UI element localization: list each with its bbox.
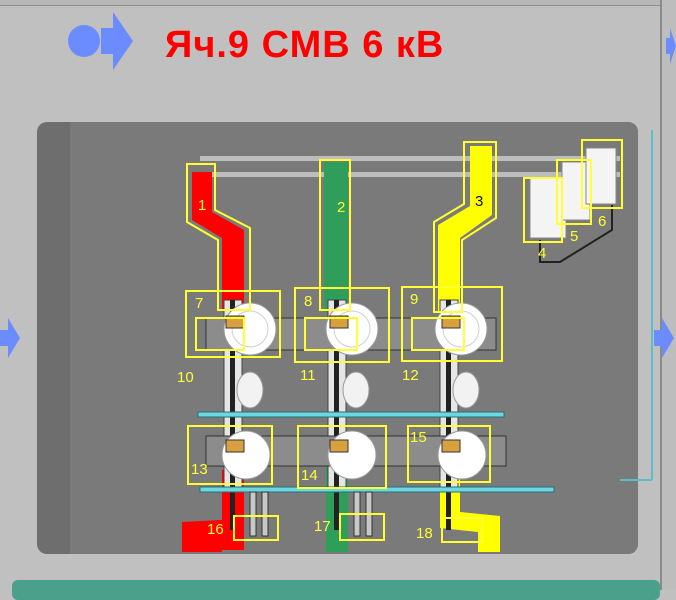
page-title: Яч.9 СМВ 6 кВ bbox=[165, 24, 445, 66]
nav-right-top-arrow-icon[interactable] bbox=[666, 28, 676, 69]
right-frame bbox=[660, 0, 676, 590]
earthing-16-frame[interactable] bbox=[233, 515, 279, 541]
label-8: 8 bbox=[304, 293, 312, 310]
label-5: 5 bbox=[570, 228, 578, 245]
contact-9-frame[interactable] bbox=[401, 286, 503, 362]
busbar-top-1 bbox=[200, 156, 620, 161]
lower-insulators bbox=[221, 430, 487, 480]
label-4: 4 bbox=[538, 245, 546, 262]
label-16: 16 bbox=[207, 521, 224, 538]
drive-10-frame[interactable] bbox=[195, 317, 245, 351]
label-11: 11 bbox=[300, 367, 316, 384]
contact-14-frame[interactable] bbox=[297, 425, 387, 489]
contact-7-frame[interactable] bbox=[185, 290, 281, 358]
middle-insulators bbox=[236, 371, 480, 409]
label-14: 14 bbox=[301, 467, 318, 484]
phase-2-frame[interactable] bbox=[319, 159, 351, 311]
contact-8-frame[interactable] bbox=[294, 287, 390, 363]
phase-1-frame[interactable] bbox=[186, 163, 251, 311]
nav-left-arrow-icon[interactable] bbox=[0, 318, 22, 363]
upper-insulators bbox=[223, 302, 488, 356]
drive-11-frame[interactable] bbox=[304, 317, 358, 351]
window-top-edge bbox=[0, 0, 662, 6]
nav-right-arrow-icon[interactable] bbox=[654, 318, 676, 363]
label-12: 12 bbox=[402, 367, 419, 384]
insulator-6-frame[interactable] bbox=[581, 139, 623, 209]
label-13: 13 bbox=[191, 461, 208, 478]
label-9: 9 bbox=[410, 291, 418, 308]
label-15: 15 bbox=[410, 429, 427, 446]
bottom-status-bar bbox=[12, 580, 660, 600]
contact-13-frame[interactable] bbox=[187, 425, 273, 485]
label-1: 1 bbox=[198, 197, 206, 214]
rail-mid bbox=[197, 411, 505, 418]
label-10: 10 bbox=[177, 369, 194, 386]
label-6: 6 bbox=[598, 213, 606, 230]
label-2: 2 bbox=[337, 199, 345, 216]
label-3: 3 bbox=[475, 193, 483, 210]
earthing-18-frame[interactable] bbox=[441, 517, 483, 543]
label-7: 7 bbox=[195, 295, 203, 312]
label-17: 17 bbox=[314, 518, 331, 535]
phase-3-frame[interactable] bbox=[433, 141, 497, 313]
label-18: 18 bbox=[416, 525, 433, 542]
drive-12-frame[interactable] bbox=[411, 317, 465, 351]
next-cell-nav-icon[interactable] bbox=[67, 10, 135, 77]
contact-15-frame[interactable] bbox=[407, 425, 491, 483]
earthing-17-frame[interactable] bbox=[339, 513, 385, 541]
insulator-4-frame[interactable] bbox=[523, 177, 563, 243]
insulator-5-frame[interactable] bbox=[556, 159, 592, 225]
busbar-top-2 bbox=[200, 172, 620, 177]
